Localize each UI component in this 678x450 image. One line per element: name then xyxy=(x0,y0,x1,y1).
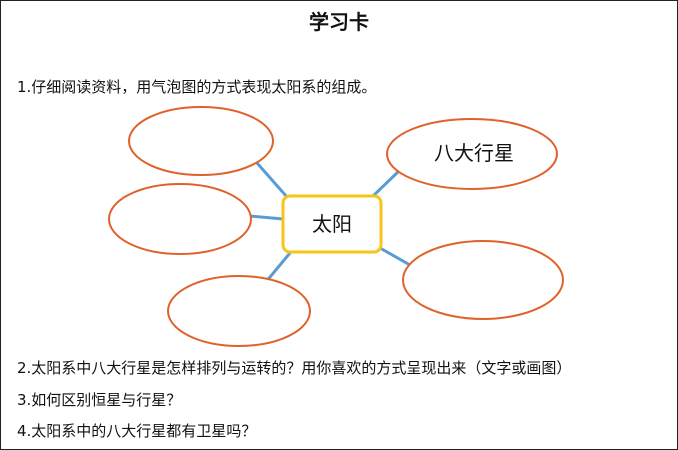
center-node-label: 太阳 xyxy=(312,212,352,236)
bubble-top-right-label: 八大行星 xyxy=(434,141,514,165)
bubble-bottom-left xyxy=(167,275,311,347)
connector-top-right xyxy=(370,168,402,199)
connector-bottom-right xyxy=(379,246,411,267)
question-2: 2.太阳系中八大行星是怎样排列与运转的？用你喜欢的方式呈现出来（文字或画图） xyxy=(17,359,572,377)
card-title: 学习卡 xyxy=(309,10,369,34)
question-1: 1.仔细阅读资料，用气泡图的方式表现太阳系的组成。 xyxy=(17,78,377,96)
connector-bottom-left xyxy=(263,252,292,284)
bubble-top-right: 八大行星 xyxy=(386,118,558,190)
bubble-left xyxy=(108,183,252,255)
center-node-sun: 太阳 xyxy=(281,194,383,254)
question-3: 3.如何区别恒星与行星？ xyxy=(17,391,182,409)
bubble-top-left xyxy=(128,106,274,176)
bubble-bottom-right xyxy=(402,240,564,320)
connector-top-left xyxy=(255,162,289,198)
question-4: 4.太阳系中的八大行星都有卫星吗？ xyxy=(17,422,257,440)
connector-left xyxy=(249,214,284,221)
